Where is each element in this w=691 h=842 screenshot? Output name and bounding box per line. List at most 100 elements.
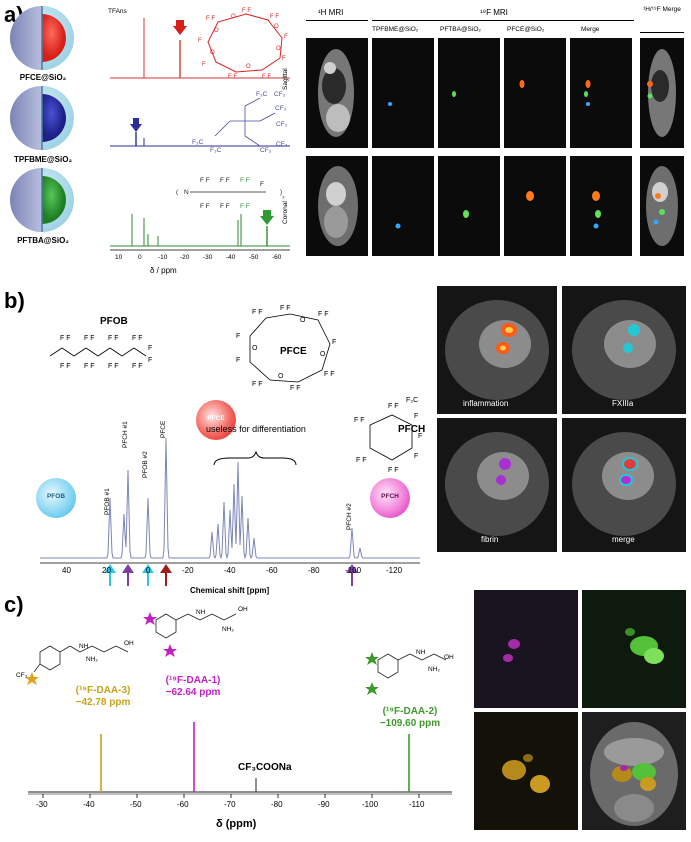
svg-text:F F: F F (252, 381, 263, 388)
chem-nh: NH (416, 649, 426, 656)
mri-pftba-sagittal (438, 38, 500, 148)
svg-text:F: F (414, 413, 418, 420)
x-tick: -100 (362, 800, 379, 809)
mri-overlay-sagittal (640, 38, 684, 148)
mri-merge-sagittal (570, 38, 632, 148)
svg-text:₃: ₃ (282, 193, 285, 200)
x-tick: -10 (158, 254, 168, 261)
svg-text:(: ( (176, 189, 179, 196)
peak-label: PFCE (160, 420, 167, 438)
bubble-pfch-label: PFCH (381, 493, 399, 500)
mri-row-coronal: Coronal (282, 201, 289, 224)
down-arrow-icon (260, 216, 274, 225)
x-tick: -90 (318, 800, 330, 809)
x-tick: -40 (224, 566, 236, 575)
chem-nh2: NH₂ (428, 666, 440, 673)
mri-header-1h: ¹H MRI (318, 8, 344, 17)
mri-merge: merge (562, 418, 686, 552)
compound-daa2-name: (¹⁹F-DAA-2) (382, 706, 438, 717)
svg-text:F F: F F (270, 14, 279, 20)
x-tick: -60 (266, 566, 278, 575)
x-tick: 0 (146, 566, 151, 575)
mri-label-fxiiia: FXIIIa (612, 399, 634, 408)
mri-tpfbme-coronal (372, 156, 434, 256)
panel-b-xticks: 40 20 0 -20 -40 -60 -80 -100 -120 (40, 566, 420, 578)
panel-c-spectrum (25, 612, 452, 798)
chem-nh: NH (79, 643, 89, 650)
peak-label: PFOB #1 (104, 488, 111, 515)
svg-text:F F: F F (220, 203, 230, 210)
x-tick: 20 (102, 566, 111, 575)
chem-oh: OH (238, 606, 248, 613)
svg-text:F F: F F (356, 457, 367, 464)
x-tick: -50 (130, 800, 142, 809)
x-tick: -70 (224, 800, 236, 809)
svg-text:F: F (284, 34, 288, 40)
panel-a-particles (10, 6, 74, 232)
chem-nh: NH (196, 609, 206, 616)
x-tick: -80 (308, 566, 320, 575)
mri-row-sagittal: Sagittal (282, 68, 289, 90)
svg-text:F F: F F (240, 177, 250, 184)
svg-text:F F: F F (220, 177, 230, 184)
compound-daa3-shift: −42.78 ppm (75, 697, 131, 708)
x-tick: -50 (249, 254, 259, 261)
mri-pfce-coronal (504, 156, 566, 256)
svg-text:F₃C: F₃C (256, 91, 268, 98)
peak-arrows (104, 564, 358, 586)
chem-cf3: CF₃ (16, 672, 28, 679)
mri-label-inflammation: inflammation (463, 399, 509, 408)
chem-oh: OH (444, 654, 454, 661)
peak-label: PFCH #1 (122, 421, 129, 448)
svg-text:CF₃: CF₃ (276, 121, 288, 128)
particle-tpfbme (10, 86, 74, 150)
svg-text:O: O (246, 64, 251, 70)
mri-label-merge: merge (612, 535, 635, 544)
svg-text:F: F (202, 62, 206, 68)
x-tick: -80 (271, 800, 283, 809)
x-tick: 0 (138, 254, 142, 261)
svg-text:F₃C: F₃C (210, 147, 222, 154)
mri-pfce-sagittal (504, 38, 566, 148)
down-arrow-icon (173, 26, 187, 35)
compound-daa3-name: (¹⁹F-DAA-3) (75, 685, 131, 696)
mri-merge-anatomy (582, 712, 686, 830)
mri-daa2 (582, 590, 686, 708)
x-tick: -30 (203, 254, 213, 261)
panel-b-xlabel: Chemical shift [ppm] (190, 586, 270, 595)
molecule-pfob: PFOB (100, 316, 128, 327)
svg-text:F F: F F (242, 8, 251, 14)
svg-text:F F: F F (108, 363, 119, 370)
svg-text:F F: F F (252, 309, 263, 316)
useless-annotation: useless for differentiation (206, 424, 306, 434)
svg-text:F F: F F (206, 16, 215, 22)
mri-header-19f: ¹⁹F MRI (480, 8, 508, 17)
svg-text:F: F (198, 38, 202, 44)
svg-text:F F: F F (228, 74, 237, 78)
mri-1h-sagittal (306, 38, 368, 148)
svg-text:F F: F F (200, 203, 210, 210)
svg-text:F: F (414, 453, 418, 460)
svg-text:F F: F F (108, 335, 119, 342)
chem-nh2: NH₂ (86, 656, 98, 663)
pfce-structure-drawing: F FF FF FF FF F FFF F OOO OOO (198, 8, 288, 78)
svg-text:F F: F F (240, 203, 250, 210)
svg-text:O: O (231, 14, 236, 20)
x-tick: -20 (182, 566, 194, 575)
svg-text:F: F (148, 345, 152, 352)
mri-daa1 (474, 590, 578, 708)
svg-text:O: O (252, 345, 258, 352)
chem-oh: OH (124, 640, 134, 647)
svg-text:F F: F F (354, 417, 365, 424)
mri-col-pfce: PFCE@SiO₂ (507, 26, 545, 33)
compound-daa2: (¹⁹F-DAA-2) −109.60 ppm (360, 706, 460, 730)
svg-text:F: F (282, 56, 286, 62)
panel-a-xlabel: δ / ppm (150, 266, 177, 275)
compound-daa1-shift: −62.64 ppm (165, 687, 221, 698)
svg-text:CF₃: CF₃ (274, 91, 286, 98)
mri-merge-coronal (570, 156, 632, 256)
mri-inflammation: inflammation (437, 286, 557, 414)
svg-text:O: O (210, 50, 215, 56)
svg-text:F: F (148, 357, 152, 364)
